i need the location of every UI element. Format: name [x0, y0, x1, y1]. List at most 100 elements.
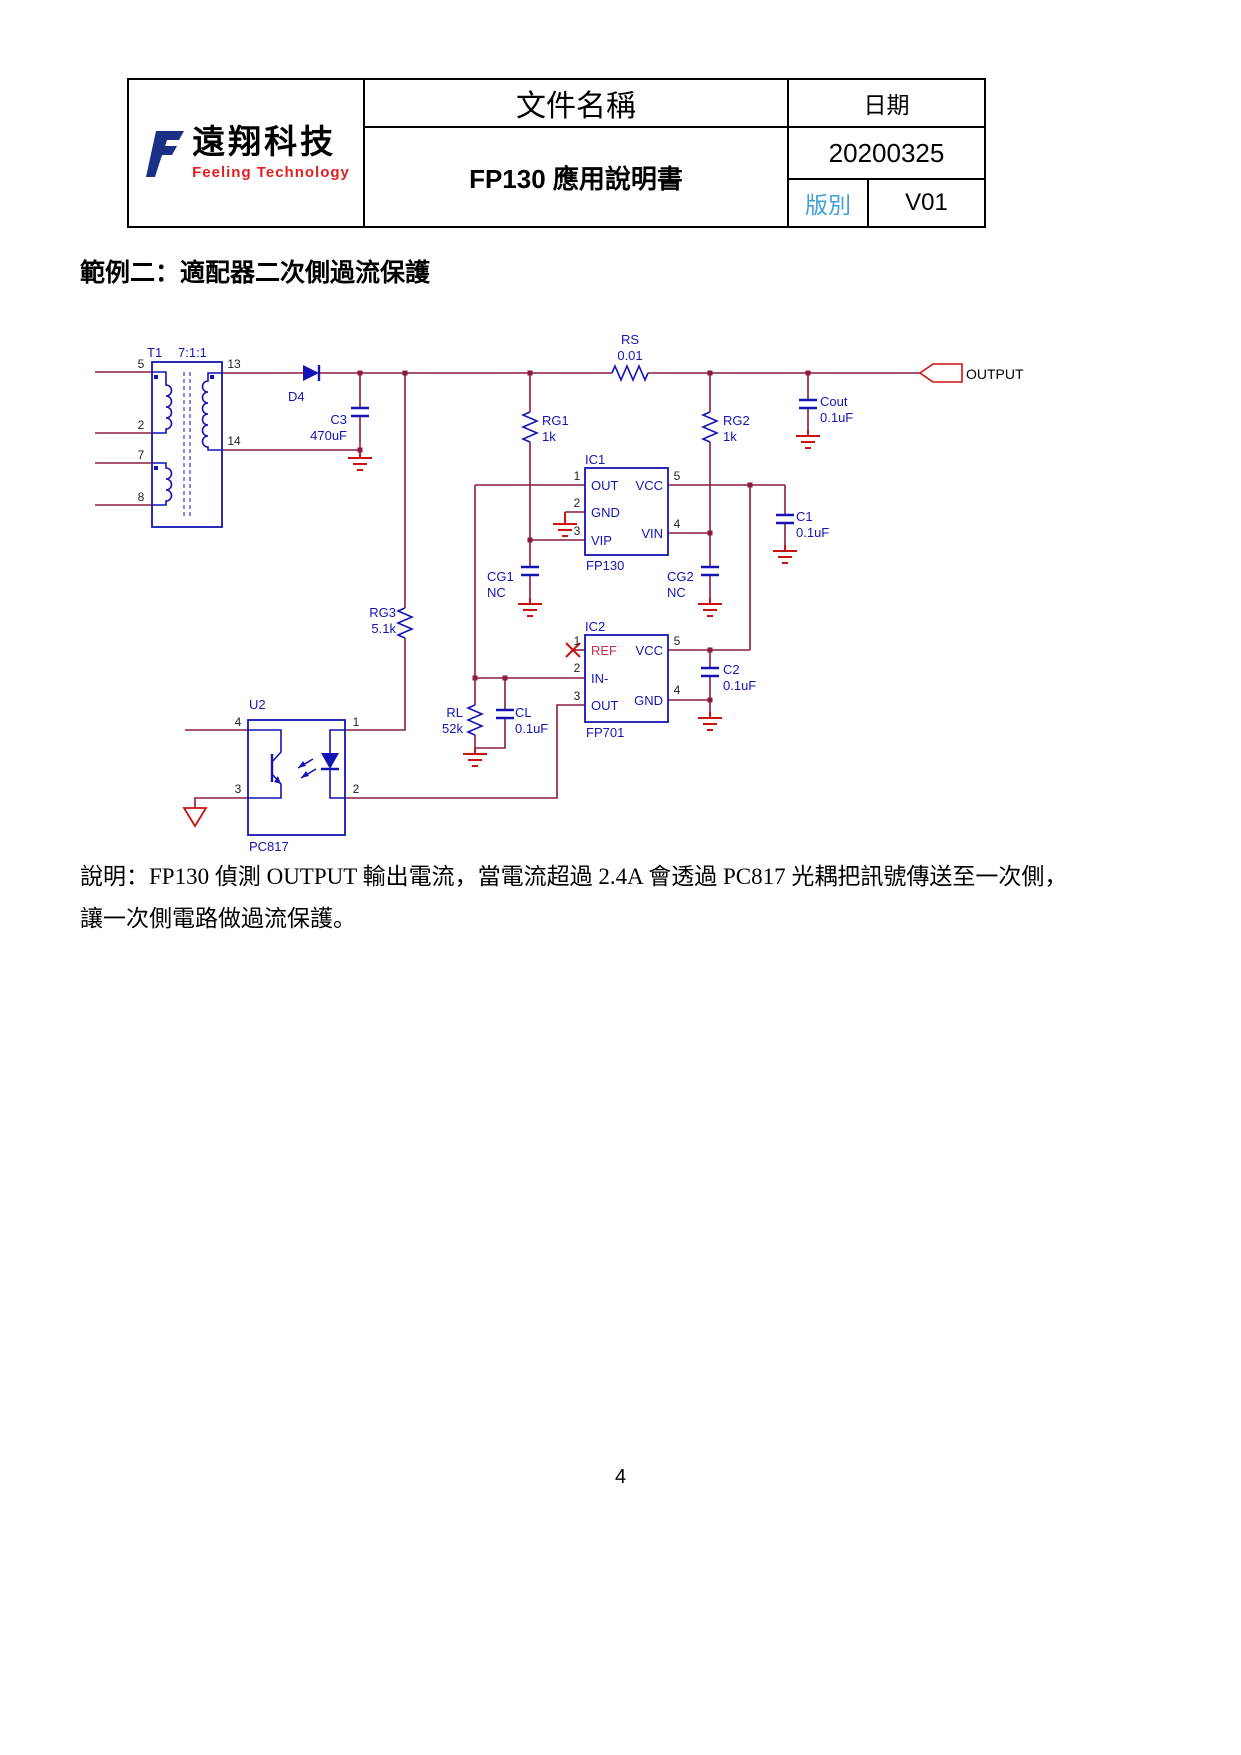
c1-value: 0.1uF — [796, 525, 829, 540]
c2-value: 0.1uF — [723, 678, 756, 693]
cg1-value: NC — [487, 585, 506, 600]
circuit-schematic: T1 7:1:1 5 2 7 8 13 14 D4 C3 470uF RS 0.… — [95, 332, 1024, 854]
diode-d4 — [303, 365, 321, 381]
ic1-pin-out: OUT — [591, 478, 619, 493]
cl-ref: CL — [515, 705, 532, 720]
date-value: 20200325 — [789, 128, 984, 180]
ic1-num3: 3 — [574, 524, 581, 538]
rs-ref: RS — [621, 332, 639, 347]
u2-pin3: 3 — [235, 782, 242, 796]
ic1-num4: 4 — [674, 517, 681, 531]
resistor-rg2 — [700, 411, 720, 443]
rg2-ref: RG2 — [723, 413, 750, 428]
rl-ref: RL — [446, 705, 463, 720]
schematic-labels: T1 7:1:1 5 2 7 8 13 14 D4 C3 470uF RS 0.… — [138, 332, 1024, 854]
doc-title: FP130 應用說明書 — [365, 128, 789, 226]
version-value: V01 — [905, 189, 948, 216]
feeling-technology-logo-icon — [146, 131, 185, 177]
header-table: 遠翔科技 Feeling Technology 文件名稱 FP130 應用說明書… — [127, 78, 986, 228]
junction-dots — [357, 370, 811, 703]
ic2-fp701-body — [584, 634, 669, 723]
rs-value: 0.01 — [617, 348, 642, 363]
cout-value: 0.1uF — [820, 410, 853, 425]
rg2-value: 1k — [723, 429, 737, 444]
resistor-rg1 — [520, 411, 540, 443]
rg1-value: 1k — [542, 429, 556, 444]
rg3-value: 5.1k — [371, 621, 396, 636]
version-label: 版別 — [789, 180, 869, 226]
ic1-num5: 5 — [674, 469, 681, 483]
ic1-ref: IC1 — [585, 452, 605, 467]
ic1-pin-gnd: GND — [591, 505, 620, 520]
ic2-num5: 5 — [674, 634, 681, 648]
ic2-num4: 4 — [674, 683, 681, 697]
capacitor-c2 — [701, 666, 719, 678]
output-port-icon — [918, 363, 963, 383]
rl-value: 52k — [442, 721, 463, 736]
ic2-num1: 1 — [574, 634, 581, 648]
t1-pin13: 13 — [227, 357, 241, 371]
resistor-rs — [611, 363, 649, 383]
t1-pin14: 14 — [227, 434, 241, 448]
cg2-ref: CG2 — [667, 569, 694, 584]
cg2-value: NC — [667, 585, 686, 600]
ic1-fp130-body — [584, 467, 669, 556]
ground-symbols — [348, 430, 820, 767]
ic1-num1: 1 — [574, 469, 581, 483]
ic1-pin-vcc: VCC — [636, 478, 663, 493]
u2-pin2: 2 — [353, 782, 360, 796]
resistor-rl — [465, 704, 485, 736]
u2-part: PC817 — [249, 839, 289, 854]
capacitor-c1 — [776, 513, 794, 525]
ic2-pin-inm: IN- — [591, 671, 608, 686]
description-text: 說明：FP130 偵測 OUTPUT 輸出電流，當電流超過 2.4A 會透過 P… — [80, 856, 1090, 940]
description-line1: 說明：FP130 偵測 OUTPUT 輸出電流，當電流超過 2.4A 會透過 P… — [80, 864, 1068, 889]
d4-ref: D4 — [288, 389, 305, 404]
c2-ref: C2 — [723, 662, 740, 677]
ic2-num2: 2 — [574, 661, 581, 675]
cg1-ref: CG1 — [487, 569, 514, 584]
cout-ref: Cout — [820, 394, 848, 409]
power-ground-triangle-icon — [182, 807, 208, 828]
capacitor-cl — [496, 708, 514, 720]
capacitor-cg1 — [521, 565, 539, 577]
t1-pin5: 5 — [138, 357, 145, 371]
description-line2: 讓一次側電路做過流保護。 — [80, 906, 356, 931]
company-logo: 遠翔科技 Feeling Technology — [129, 80, 365, 226]
ic2-num3: 3 — [574, 689, 581, 703]
u2-ref: U2 — [249, 697, 266, 712]
u2-pin4: 4 — [235, 715, 242, 729]
c1-ref: C1 — [796, 509, 813, 524]
logo-tagline: Feeling Technology — [192, 163, 350, 181]
logo-text: 遠翔科技 Feeling Technology — [192, 125, 350, 180]
section-title: 範例二：適配器二次側過流保護 — [80, 259, 431, 287]
ic1-num2: 2 — [574, 496, 581, 510]
ic1-pin-vin: VIN — [641, 526, 663, 541]
optocoupler-u2 — [247, 719, 346, 836]
page-number: 4 — [614, 1466, 627, 1488]
date-label: 日期 — [789, 80, 984, 128]
ic2-pin-gnd: GND — [634, 693, 663, 708]
t1-pin8: 8 — [138, 490, 145, 504]
doc-name-label: 文件名稱 — [365, 80, 789, 128]
c3-value: 470uF — [310, 428, 347, 443]
capacitor-cout — [799, 398, 817, 410]
capacitor-c3 — [351, 406, 369, 418]
ic2-pin-ref: REF — [591, 643, 617, 658]
wires — [95, 371, 920, 808]
u2-pin1: 1 — [353, 715, 360, 729]
cl-value: 0.1uF — [515, 721, 548, 736]
c3-ref: C3 — [330, 412, 347, 427]
capacitor-cg2 — [701, 565, 719, 577]
no-connect-x-icon — [565, 642, 581, 658]
ic2-ref: IC2 — [585, 619, 605, 634]
rg1-ref: RG1 — [542, 413, 569, 428]
ic2-part: FP701 — [586, 725, 624, 740]
ic1-pin-vip: VIP — [591, 533, 612, 548]
rg3-ref: RG3 — [369, 605, 396, 620]
ic2-pin-out: OUT — [591, 698, 619, 713]
version-row: 版別 V01 — [789, 180, 984, 226]
output-label: OUTPUT — [966, 366, 1024, 382]
resistor-rg3 — [395, 607, 415, 639]
